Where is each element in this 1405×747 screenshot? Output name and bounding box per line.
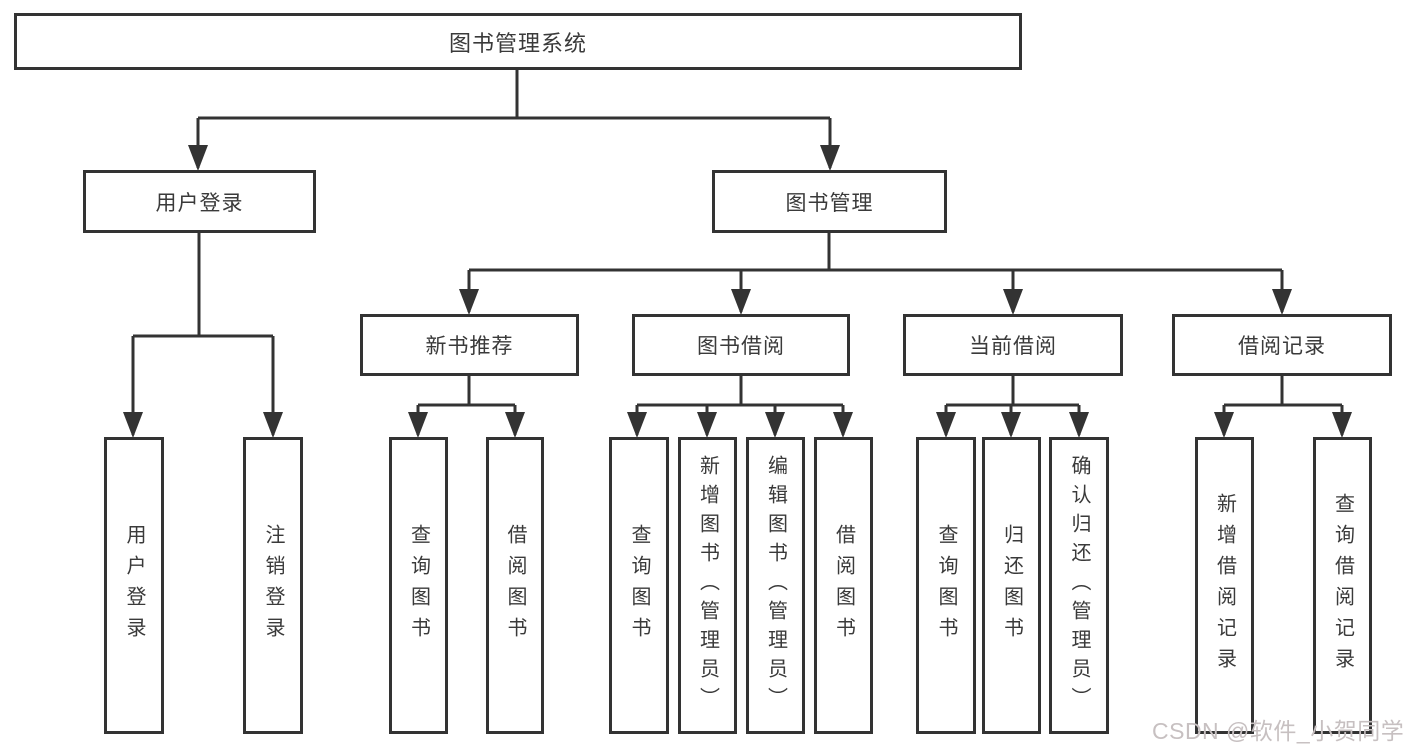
- arrowhead: [408, 412, 428, 438]
- leaf-recommend-query-books: 查询图书: [389, 437, 448, 734]
- arrowhead: [1003, 289, 1023, 315]
- leaf-add-books-admin-label: 新增图书（管理员）: [696, 455, 719, 716]
- leaf-borrow-borrow-books-label: 借阅图书: [832, 523, 855, 648]
- leaf-current-query-books: 查询图书: [916, 437, 976, 734]
- leaf-logout: 注销登录: [243, 437, 303, 734]
- arrowhead: [765, 412, 785, 438]
- leaf-recommend-borrow-books: 借阅图书: [486, 437, 544, 734]
- leaf-query-borrow-record: 查询借阅记录: [1313, 437, 1372, 734]
- node-borrow-records: 借阅记录: [1172, 314, 1392, 376]
- leaf-edit-books-admin: 编辑图书（管理员）: [746, 437, 805, 734]
- arrowhead: [1272, 289, 1292, 315]
- leaf-borrow-query-books-label: 查询图书: [628, 523, 650, 648]
- arrowhead: [833, 412, 853, 438]
- connector-userlogin-to-leaves: [131, 233, 275, 435]
- arrowhead: [1001, 412, 1021, 438]
- arrowhead: [1069, 412, 1089, 438]
- leaf-borrow-query-books: 查询图书: [609, 437, 669, 734]
- connector-borrow-to-leaves: [635, 376, 845, 435]
- leaf-user-login: 用户登录: [104, 437, 164, 734]
- leaf-recommend-borrow-books-label: 借阅图书: [504, 523, 526, 648]
- leaf-add-borrow-record-label: 新增借阅记录: [1213, 492, 1236, 679]
- connector-root-to-level2: [196, 70, 832, 168]
- leaf-query-borrow-record-label: 查询借阅记录: [1331, 492, 1354, 679]
- arrowhead: [936, 412, 956, 438]
- arrowhead: [459, 289, 479, 315]
- node-new-book-recommend: 新书推荐: [360, 314, 579, 376]
- arrowhead: [188, 145, 208, 171]
- leaf-return-books-label: 归还图书: [1000, 523, 1023, 648]
- leaf-current-query-books-label: 查询图书: [935, 523, 957, 648]
- connector-recommend-to-leaves: [416, 376, 517, 435]
- leaf-logout-label: 注销登录: [262, 523, 284, 648]
- arrowhead: [1214, 412, 1234, 438]
- leaf-recommend-query-books-label: 查询图书: [407, 523, 430, 648]
- leaf-user-login-label: 用户登录: [123, 523, 145, 648]
- leaf-add-books-admin: 新增图书（管理员）: [678, 437, 737, 734]
- node-book-borrow: 图书借阅: [632, 314, 850, 376]
- node-root: 图书管理系统: [14, 13, 1022, 70]
- arrowhead: [263, 412, 283, 438]
- leaf-confirm-return-admin: 确认归还（管理员）: [1049, 437, 1109, 734]
- leaf-add-borrow-record: 新增借阅记录: [1195, 437, 1254, 734]
- node-user-login: 用户登录: [83, 170, 316, 233]
- leaf-return-books: 归还图书: [982, 437, 1041, 734]
- leaf-confirm-return-admin-label: 确认归还（管理员）: [1068, 455, 1090, 716]
- connector-bookmgmt-to-level3: [467, 233, 1284, 312]
- arrowhead: [697, 412, 717, 438]
- arrowhead: [820, 145, 840, 171]
- arrowhead: [627, 412, 647, 438]
- arrowhead: [731, 289, 751, 315]
- leaf-borrow-borrow-books: 借阅图书: [814, 437, 873, 734]
- arrowhead: [123, 412, 143, 438]
- arrowhead: [505, 412, 525, 438]
- node-current-borrow: 当前借阅: [903, 314, 1123, 376]
- connector-records-to-leaves: [1222, 376, 1344, 435]
- csdn-watermark: CSDN @软件_小贺同学: [1152, 718, 1405, 744]
- leaf-edit-books-admin-label: 编辑图书（管理员）: [764, 455, 787, 716]
- node-book-management: 图书管理: [712, 170, 947, 233]
- arrowhead: [1332, 412, 1352, 438]
